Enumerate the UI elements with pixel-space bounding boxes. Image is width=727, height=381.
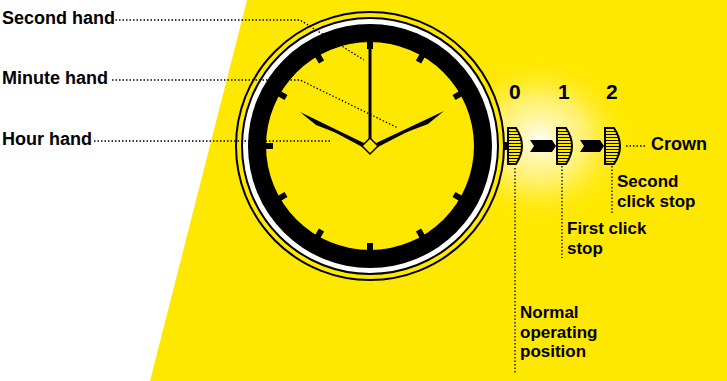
leader-line <box>626 145 647 146</box>
hour-tick <box>416 48 429 64</box>
hour-tick <box>258 143 273 149</box>
hour-ticks <box>258 34 468 258</box>
watch-case <box>236 12 504 280</box>
hand-pivot <box>362 138 378 154</box>
part-label: Crown <box>651 134 707 155</box>
hour-tick <box>311 229 324 245</box>
position-label: First click stop <box>567 219 659 258</box>
position-number: 2 <box>606 80 618 104</box>
position-label: Second click stop <box>617 172 709 211</box>
hour-tick <box>367 243 373 258</box>
leader-line <box>94 140 332 141</box>
leader-line <box>561 166 562 258</box>
case-ring <box>242 18 498 274</box>
hour-tick <box>453 192 469 205</box>
leader-line <box>112 80 398 128</box>
hour-hand <box>300 112 370 146</box>
position-number: 1 <box>558 80 570 104</box>
crown-stem <box>530 140 556 152</box>
crown-position-2 <box>605 128 620 164</box>
leader-line <box>611 166 612 213</box>
crown-position-0 <box>508 128 522 164</box>
crown-stem <box>580 140 604 152</box>
part-label: Minute hand <box>2 68 108 89</box>
hour-tick <box>416 229 429 245</box>
leader-lines <box>94 20 647 373</box>
leader-line <box>112 20 364 60</box>
crown-position-1 <box>557 128 572 164</box>
hour-tick <box>272 87 288 100</box>
position-number: 0 <box>509 80 521 104</box>
yellow-background <box>150 0 727 381</box>
part-label: Second hand <box>2 8 115 29</box>
hour-tick <box>453 87 469 100</box>
position-label: Normal operating position <box>520 303 620 362</box>
second-hand <box>369 40 372 152</box>
hour-hand <box>310 119 370 149</box>
hour-tick <box>272 192 288 205</box>
bezel <box>248 24 492 268</box>
minute-hand <box>370 117 436 149</box>
leader-line <box>514 168 515 373</box>
minute-hand <box>370 111 444 146</box>
part-label: Hour hand <box>2 129 92 150</box>
hour-tick <box>311 48 324 64</box>
